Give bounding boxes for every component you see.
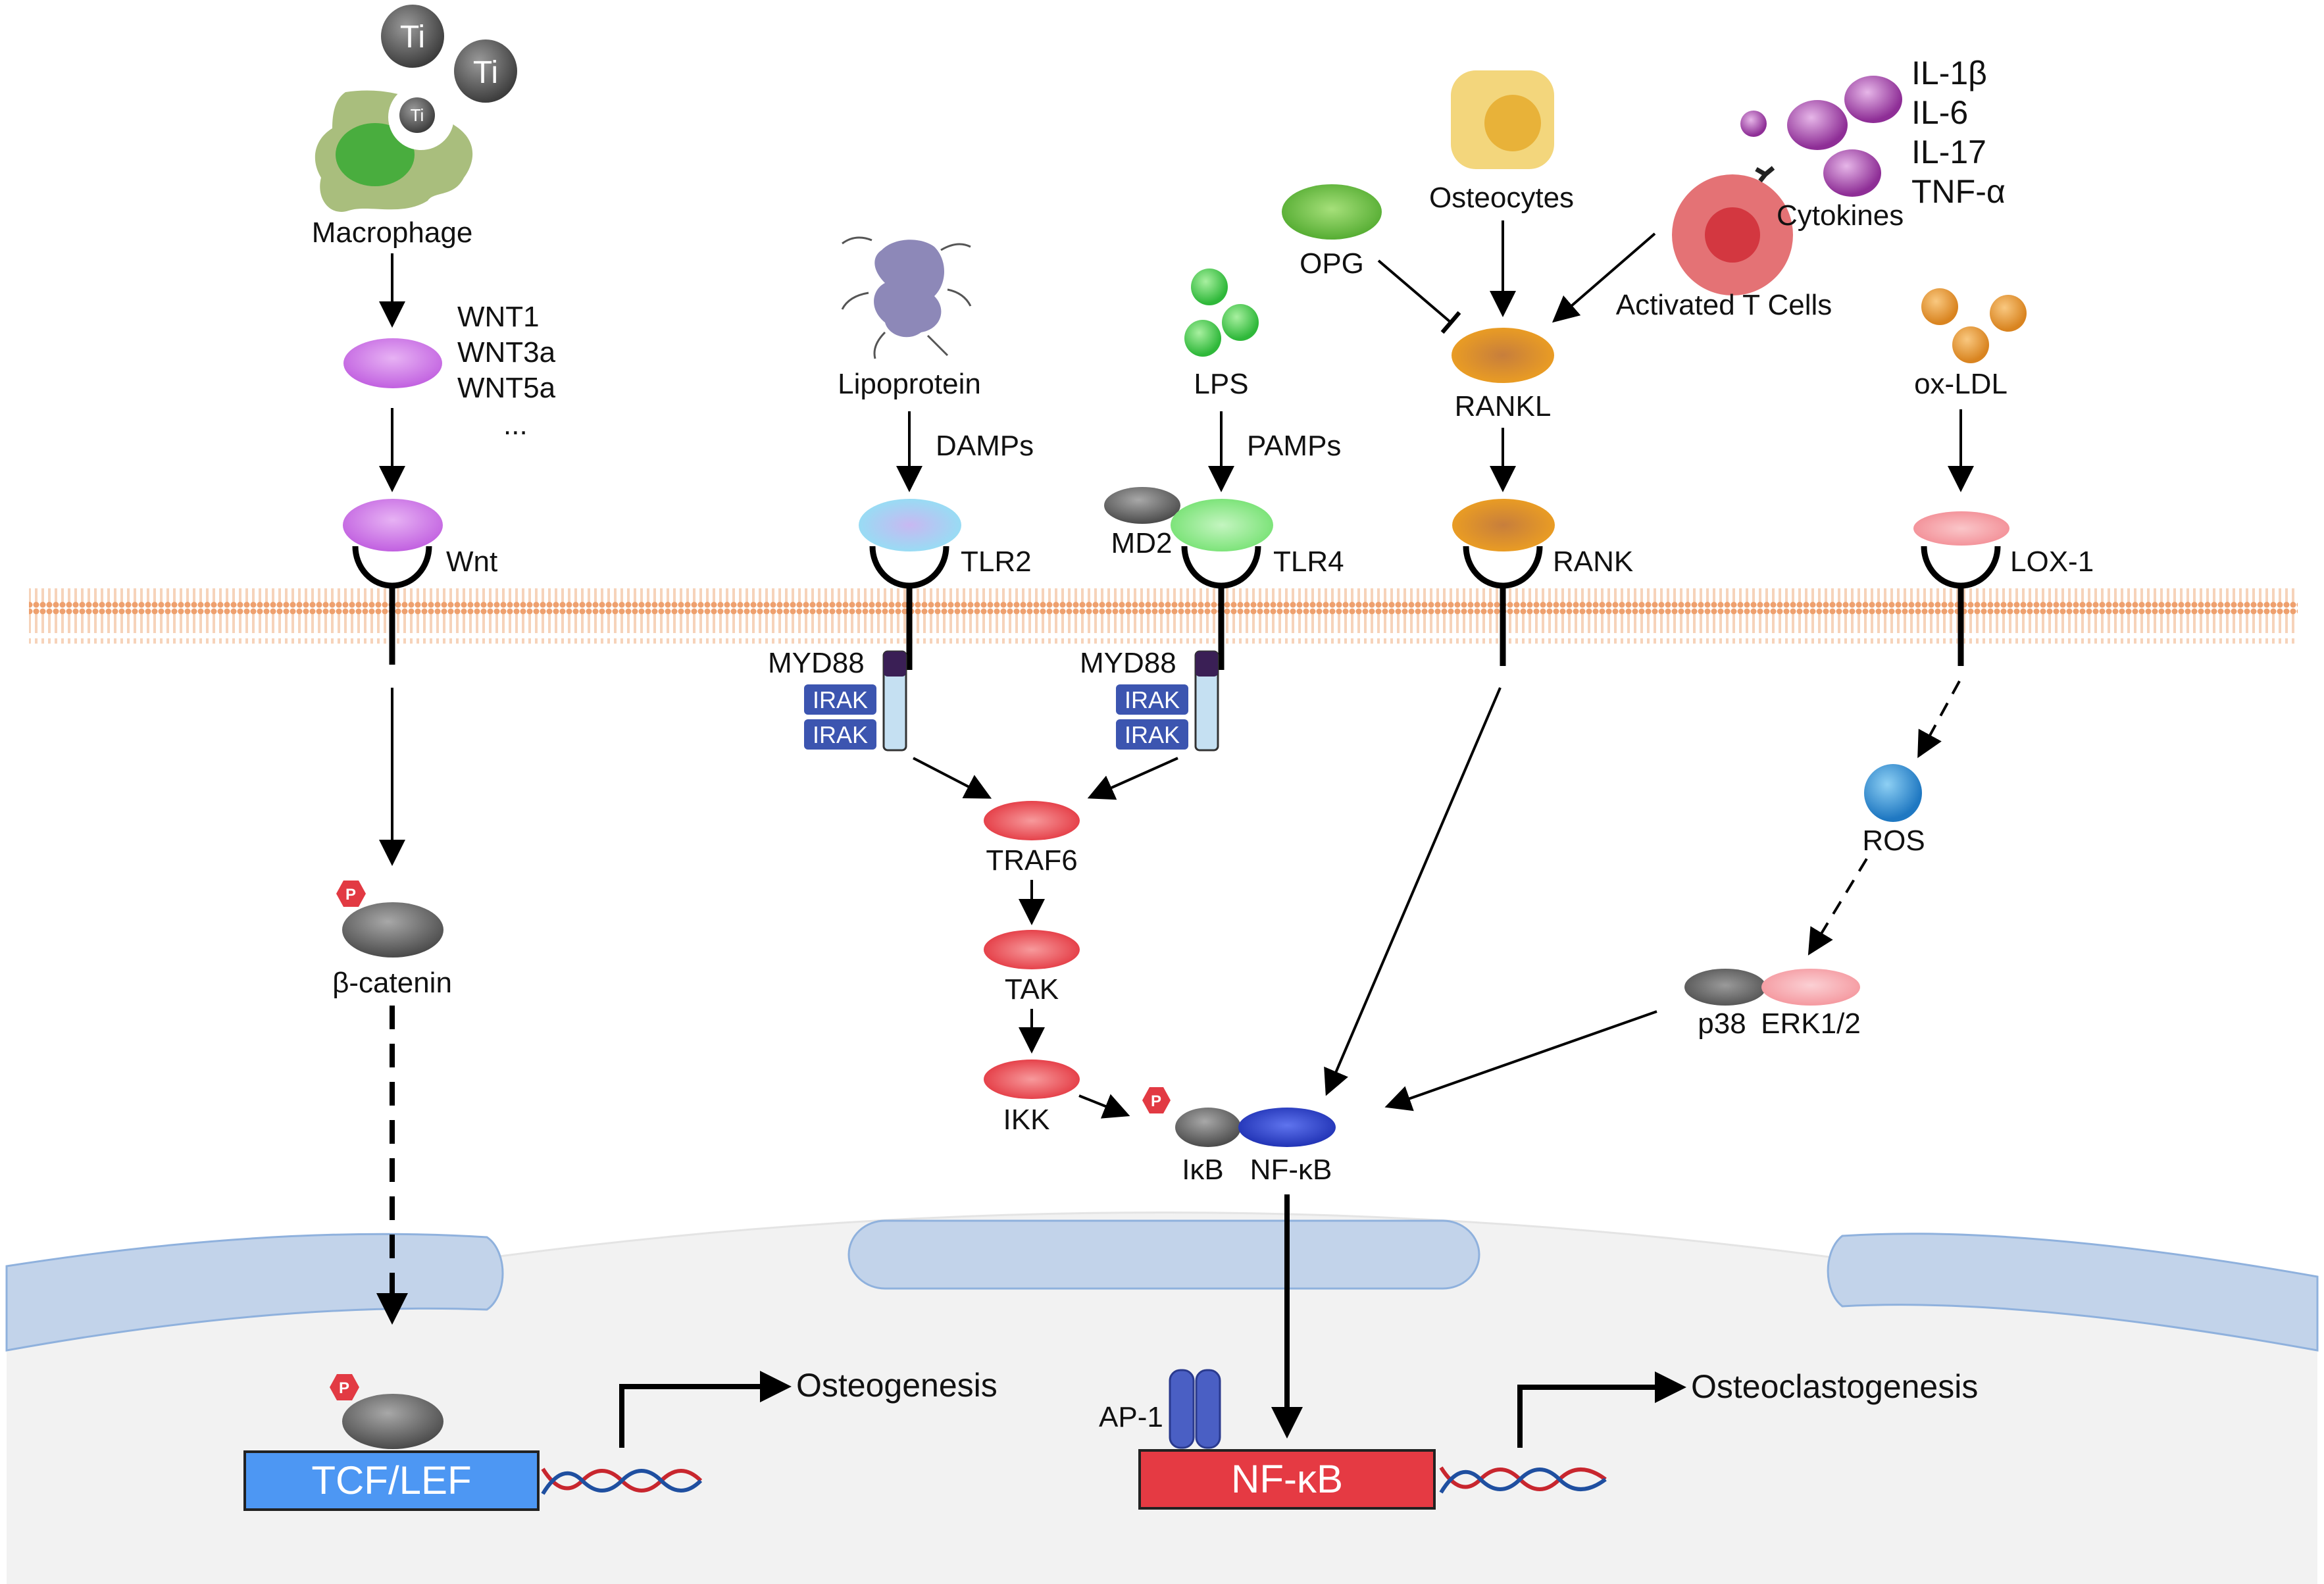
dna-icon [1439, 1466, 1607, 1494]
md2 [1104, 487, 1180, 524]
myd88-complex [804, 650, 907, 752]
osteocyte-icon [1451, 70, 1554, 169]
svg-text:Ti: Ti [411, 105, 424, 125]
wnt-receptor-label: Wnt [446, 546, 497, 578]
lox1-receptor [1913, 511, 2009, 666]
oxldl-particles [1921, 288, 2027, 363]
tlr4-label: TLR4 [1273, 546, 1344, 578]
osteocytes-label: Osteocytes [1429, 182, 1574, 214]
traf6-label: TRAF6 [986, 844, 1077, 877]
cell-membrane [29, 588, 2298, 644]
rank-label: RANK [1553, 546, 1633, 578]
opg-label: OPG [1300, 247, 1364, 280]
tcf-lef-label: TCF/LEF [311, 1458, 471, 1502]
lps-label: LPS [1194, 368, 1248, 400]
myd88-label: MYD88 [1080, 647, 1176, 679]
irak-label: IRAK [1124, 721, 1180, 748]
erk-label: ERK1/2 [1761, 1008, 1861, 1040]
nuclear-pore [1827, 1233, 2319, 1352]
titanium-particle-icon: Ti [399, 97, 435, 133]
t-cell-icon [1672, 166, 1793, 295]
cytokine-item: IL-17 [1911, 134, 1986, 170]
lox1-label: LOX-1 [2010, 546, 2094, 578]
irak-label: IRAK [813, 686, 868, 713]
pamps-label: PAMPs [1247, 430, 1341, 462]
wnt-ligand-label: WNT3a [457, 336, 556, 369]
cytokines-label: Cytokines [1777, 199, 1904, 232]
nf-kb-box-label: NF-κB [1231, 1457, 1343, 1501]
ros-label: ROS [1862, 825, 1925, 857]
erk1-2 [1761, 969, 1860, 1006]
p38-label: p38 [1698, 1008, 1746, 1040]
ikb-label: IκB [1182, 1154, 1224, 1186]
rankl [1452, 328, 1554, 383]
ap1-label: AP-1 [1099, 1401, 1163, 1433]
cytokine-item: TNF-α [1911, 173, 2006, 210]
nucleus [7, 1212, 2317, 1584]
oxldl-label: ox-LDL [1914, 368, 2008, 400]
ikk-label: IKK [1003, 1104, 1050, 1136]
macrophage-icon [315, 84, 473, 212]
rankl-label: RANKL [1455, 390, 1552, 422]
cytokine-item: IL-6 [1911, 94, 1968, 131]
phosphate-icon: P [330, 1374, 359, 1400]
svg-text:Ti: Ti [473, 55, 498, 90]
beta-catenin-nuclear [342, 1394, 443, 1449]
dna-icon [541, 1468, 703, 1495]
irak-label: IRAK [1124, 686, 1180, 713]
wnt-ligand-label: ... [503, 409, 528, 441]
nuclear-pore [5, 1233, 504, 1352]
opg [1282, 184, 1382, 240]
lipoprotein-label: Lipoprotein [838, 368, 981, 400]
rank-receptor [1452, 499, 1555, 666]
svg-text:P: P [339, 1379, 349, 1397]
nuclear-pore [847, 1219, 1480, 1290]
md2-label: MD2 [1111, 527, 1173, 559]
lps-particles [1184, 268, 1259, 357]
cytokine-item: IL-1β [1911, 55, 1987, 91]
damps-label: DAMPs [936, 430, 1034, 462]
lipoprotein-icon [841, 236, 972, 359]
beta-catenin [342, 902, 443, 958]
wnt-ligand-label: WNT5a [457, 372, 556, 404]
activated-t-cells-label: Activated T Cells [1616, 289, 1832, 321]
nf-kb-label: NF-κB [1250, 1154, 1332, 1186]
wnt-ligand [343, 338, 442, 388]
ros [1864, 764, 1922, 822]
phosphate-icon: P [1142, 1087, 1171, 1113]
titanium-particle-icon: Ti [381, 5, 444, 68]
myd88-complex [1116, 650, 1219, 752]
traf6 [984, 801, 1080, 840]
ikk [984, 1060, 1080, 1099]
tcf-lef-box [243, 1450, 540, 1511]
p38 [1684, 969, 1766, 1006]
svg-text:P: P [345, 886, 356, 904]
macrophage-label: Macrophage [312, 217, 473, 249]
nf-kb-box [1138, 1449, 1436, 1510]
ikb [1175, 1108, 1241, 1147]
osteoclastogenesis-label: Osteoclastogenesis [1691, 1368, 1978, 1405]
beta-catenin-label: β-catenin [332, 967, 452, 999]
osteogenesis-label: Osteogenesis [796, 1367, 998, 1404]
irak-label: IRAK [813, 721, 868, 748]
tlr2-receptor [859, 499, 961, 670]
tak [984, 930, 1080, 969]
wnt-ligand-label: WNT1 [457, 301, 540, 333]
wnt-receptor [343, 499, 443, 665]
svg-text:Ti: Ti [400, 20, 425, 55]
tlr2-label: TLR2 [961, 546, 1032, 578]
tlr4-receptor [1171, 499, 1273, 670]
nf-kb [1238, 1108, 1336, 1147]
cytokine-particles [1740, 76, 1902, 197]
ap1 [1169, 1369, 1221, 1449]
svg-text:P: P [1151, 1092, 1161, 1110]
myd88-label: MYD88 [768, 647, 865, 679]
phosphate-icon: P [336, 881, 366, 907]
tak-label: TAK [1005, 973, 1059, 1006]
titanium-particle-icon: Ti [454, 39, 517, 103]
